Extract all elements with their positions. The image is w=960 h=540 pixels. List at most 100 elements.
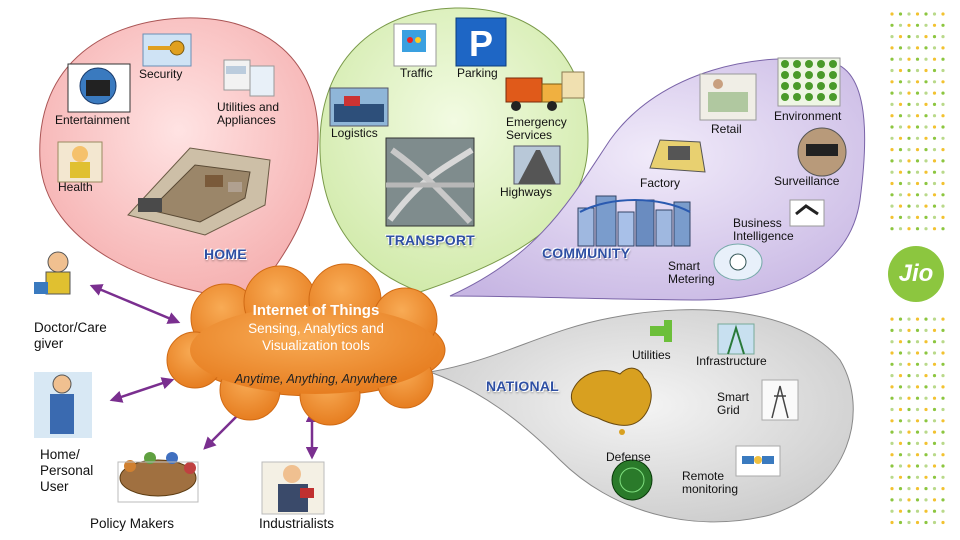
pattern-dot (907, 80, 910, 83)
pattern-dot (941, 227, 944, 230)
hub-subtitle-line1: Sensing, Analytics and (196, 321, 436, 336)
pattern-dot (933, 476, 936, 479)
pattern-dot (916, 24, 919, 27)
pattern-dot (924, 453, 927, 456)
pattern-dot (899, 340, 902, 343)
pattern-dot (890, 171, 893, 174)
pattern-dot (907, 453, 910, 456)
label-retail: Retail (711, 123, 742, 136)
hub-tagline: Anytime, Anything, Anywhere (196, 372, 436, 386)
pattern-dot (933, 12, 936, 15)
label-health: Health (58, 181, 93, 194)
meeting-table-icon (118, 452, 198, 502)
pattern-dot (907, 464, 910, 467)
pattern-dot (907, 46, 910, 49)
pattern-dot (916, 318, 919, 321)
pattern-dot (924, 385, 927, 388)
pattern-dot (933, 442, 936, 445)
leaf-dot (781, 60, 789, 68)
pattern-dot (941, 80, 944, 83)
pattern-dot (916, 159, 919, 162)
section-national: NATIONAL (486, 378, 559, 394)
pattern-dot (924, 46, 927, 49)
pattern-dot (916, 205, 919, 208)
pattern-dot (916, 329, 919, 332)
jio-logo: Jio (888, 246, 944, 302)
label-smart-metering: Smart Metering (668, 260, 715, 286)
pattern-dot (899, 114, 902, 117)
pattern-dot (899, 205, 902, 208)
pattern-dot (941, 521, 944, 524)
pattern-dot (916, 58, 919, 61)
pattern-dot (899, 216, 902, 219)
pattern-dot (924, 487, 927, 490)
pattern-dot (916, 148, 919, 151)
leaf-dot (829, 82, 837, 90)
pattern-dot (916, 351, 919, 354)
pattern-dot (933, 205, 936, 208)
pattern-dot (933, 148, 936, 151)
pattern-dot (890, 35, 893, 38)
pattern-dot (916, 453, 919, 456)
label-factory: Factory (640, 177, 680, 190)
pattern-dot (924, 12, 927, 15)
label-entertainment: Entertainment (55, 114, 130, 127)
pattern-dot (933, 351, 936, 354)
pattern-dot (924, 216, 927, 219)
pattern-dot (890, 125, 893, 128)
leaf-dot (829, 93, 837, 101)
pattern-dot (933, 385, 936, 388)
label-infrastructure: Infrastructure (696, 355, 767, 368)
pattern-dot (924, 137, 927, 140)
pattern-dot (941, 487, 944, 490)
pattern-dot (916, 419, 919, 422)
label-utilities-appliances: Utilities and Appliances (217, 101, 279, 127)
pattern-dot (907, 385, 910, 388)
pattern-dot (890, 24, 893, 27)
pattern-dot (941, 92, 944, 95)
pattern-dot (933, 24, 936, 27)
pattern-dot (933, 487, 936, 490)
pattern-dot (924, 125, 927, 128)
interchange-icon (386, 138, 474, 226)
pattern-dot (933, 46, 936, 49)
pattern-dot (899, 35, 902, 38)
label-parking: Parking (457, 67, 498, 80)
pattern-dot (890, 442, 893, 445)
pattern-dot (933, 159, 936, 162)
pattern-dot (907, 125, 910, 128)
leaf-dot (781, 82, 789, 90)
pattern-dot (941, 442, 944, 445)
pattern-dot (924, 442, 927, 445)
pattern-dot (907, 58, 910, 61)
pattern-dot (933, 464, 936, 467)
pattern-dot (924, 182, 927, 185)
pattern-dot (890, 329, 893, 332)
pattern-dot (890, 476, 893, 479)
pattern-dot (924, 408, 927, 411)
arrow-doctor (92, 286, 178, 322)
leaf-dot (781, 93, 789, 101)
pattern-dot (933, 58, 936, 61)
pattern-dot (916, 431, 919, 434)
pattern-dot (907, 374, 910, 377)
pattern-dot (890, 148, 893, 151)
pattern-dot (924, 318, 927, 321)
pattern-dot (916, 103, 919, 106)
pattern-dot (916, 216, 919, 219)
pattern-dot (924, 397, 927, 400)
traffic-sign-icon (394, 24, 436, 66)
pattern-dot (899, 397, 902, 400)
pattern-dot (890, 374, 893, 377)
pattern-dot (916, 92, 919, 95)
pattern-dot (907, 498, 910, 501)
pattern-dot (924, 340, 927, 343)
meter-icon (714, 244, 762, 280)
pattern-dot (924, 193, 927, 196)
pattern-dot (924, 374, 927, 377)
pattern-dot (890, 159, 893, 162)
pattern-dot (899, 193, 902, 196)
pattern-dot (924, 521, 927, 524)
pattern-dot (899, 464, 902, 467)
pattern-dot (890, 340, 893, 343)
